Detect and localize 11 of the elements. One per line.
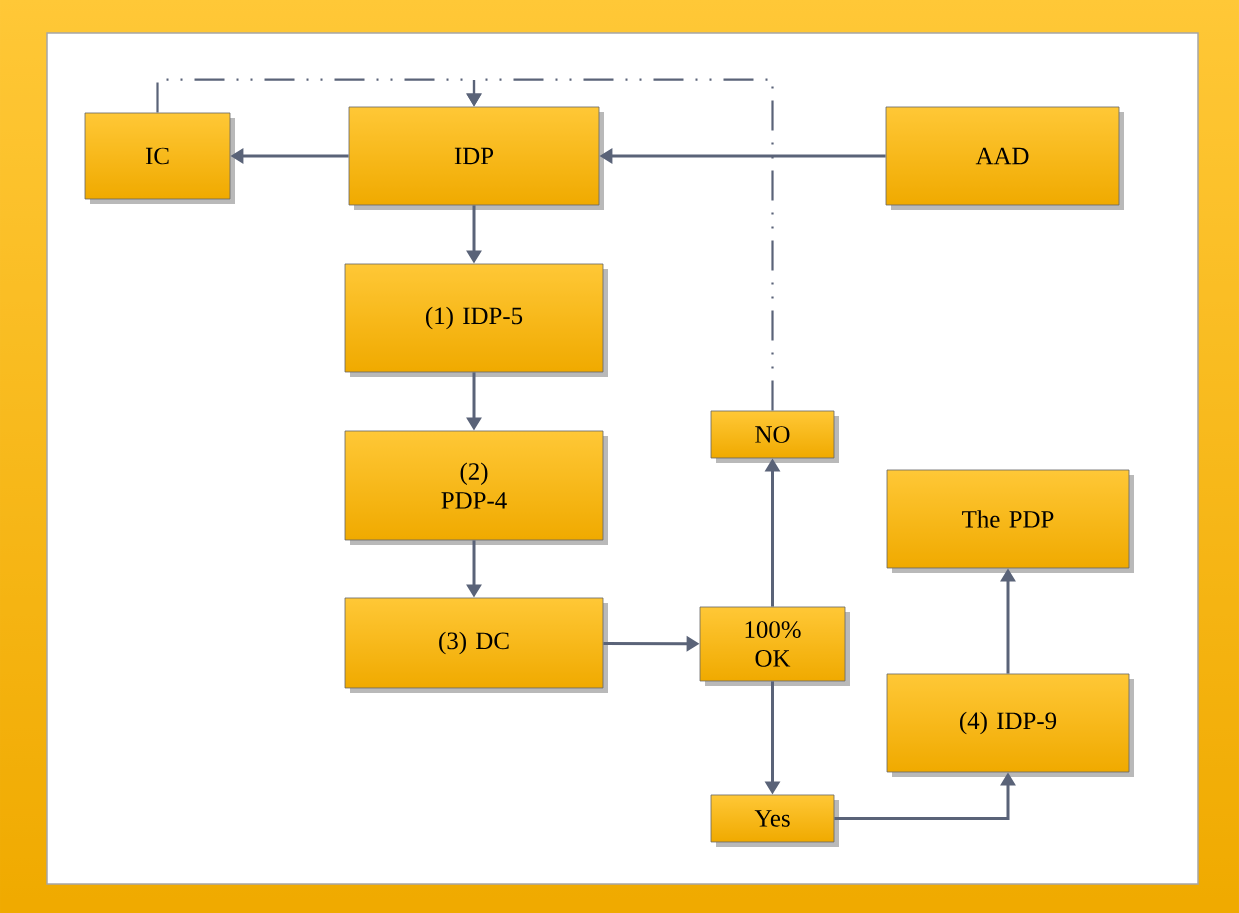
process-box: IC	[84, 112, 235, 204]
process-box: AAD	[885, 106, 1124, 210]
process-box: NO	[710, 410, 839, 463]
process-box: (2) PDP-4	[344, 430, 608, 545]
process-box: (1) IDP-5	[344, 263, 608, 377]
process-box: (4) IDP-9	[886, 673, 1134, 777]
process-box: Yes	[710, 794, 839, 847]
process-box: 100% OK	[699, 606, 850, 686]
process-box: IDP	[348, 106, 604, 210]
process-box: (3) DC	[344, 597, 608, 693]
process-box: The PDP	[886, 469, 1134, 573]
